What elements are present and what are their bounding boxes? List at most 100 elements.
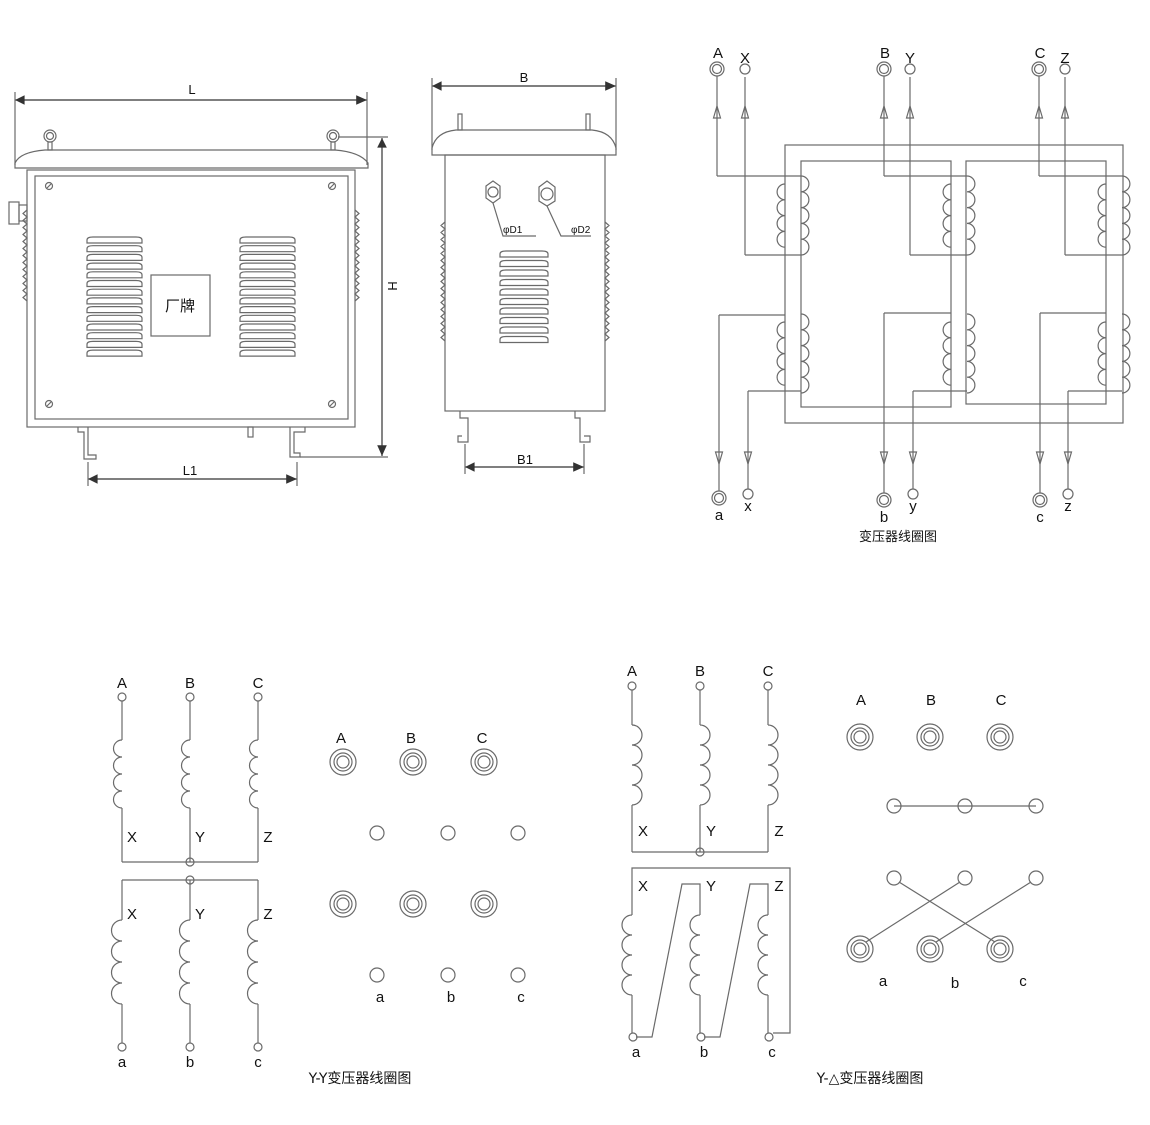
mounting-foot [574,411,591,443]
terminal-Y [904,63,916,75]
front-view: 厂牌 L H L1 [8,82,400,486]
board-terminal-small [957,798,973,814]
louver [86,279,143,288]
secondary-label: c [768,1044,776,1061]
board-terminal-big [986,935,1014,963]
secondary-coil-back [1097,321,1107,386]
neutral-label: Y [706,823,716,840]
terminal-B-inner [878,63,890,75]
board-terminal-small [1028,798,1044,814]
board-terminal-big-stud [993,730,1007,744]
neutral-label: X [127,906,137,923]
terminal-a-inner [713,492,725,504]
cable-gland [8,201,20,225]
board-label: c [1019,973,1027,990]
louver [239,236,296,244]
louver [239,279,296,288]
board-terminal-big-ring [920,727,940,747]
louver [86,349,143,357]
primary-coil [800,175,810,256]
neutral-label: Z [263,829,272,846]
dim-label-b1: B1 [517,452,533,467]
core-outer [784,144,1124,424]
louver [499,316,549,325]
board-terminal-small [369,825,385,841]
louver [239,306,296,314]
board-label: A [856,692,866,709]
board-terminal-small [510,825,526,841]
gland-d2-label: φD2 [571,225,591,236]
terminal-c [1032,492,1048,508]
secondary-coil [621,914,633,996]
link-cross [865,881,961,943]
secondary-coil [178,919,191,1005]
arrow-down-icon [1063,451,1073,467]
louver [239,332,296,340]
terminal-Z [1059,63,1071,75]
louver [239,288,296,296]
primary-coil-back [942,183,952,248]
terminal-b [876,492,892,508]
board-terminal-big-stud [853,942,867,956]
board-terminal-big-ring [403,894,423,914]
arrow-down-icon [743,451,753,467]
side-cover [431,129,617,156]
yy-title: Y-Y变压器线圈图 [308,1071,412,1087]
louver [86,262,143,270]
terminal-label-A: A [713,45,723,62]
board-terminal-big-ring [850,939,870,959]
primary-coil [112,739,123,809]
secondary-label: b [700,1044,708,1061]
terminal-b-inner [878,494,890,506]
terminal-secondary [628,1032,638,1042]
secondary-coil-back [942,321,952,386]
terminal-primary [695,681,705,691]
dim-label-b: B [520,70,529,85]
terminal-y [907,488,919,500]
cooling-fins [440,221,446,342]
board-terminal-big [399,890,427,918]
secondary-label: a [632,1044,641,1061]
arrow-down-icon [714,451,724,467]
louver [86,314,143,322]
board-terminal-big-stud [406,897,420,911]
terminal-label-b: b [880,509,888,526]
primary-label: A [117,675,127,692]
board-terminal-big [916,723,944,751]
yd-title: Y-△变压器线圈图 [816,1071,924,1087]
delta-wire [631,867,791,1034]
primary-coil [1121,175,1131,256]
board-terminal-big [846,935,874,963]
star-node [185,857,195,867]
board-terminal-big-stud [923,730,937,744]
terminal-C-inner [1033,63,1045,75]
delta-label: X [638,878,648,895]
board-label: b [447,989,455,1006]
board-terminal-small [369,967,385,983]
louver [86,245,143,253]
board-terminal-big [916,935,944,963]
terminal-c-inner [1034,494,1046,506]
delta-wire [636,883,701,1038]
terminal-primary [117,692,127,702]
louver [239,262,296,270]
primary-label: C [763,663,774,680]
board-terminal-big-ring [990,939,1010,959]
board-terminal-big-ring [990,727,1010,747]
secondary-coil [966,313,976,394]
board-terminal-big [986,723,1014,751]
board-terminal-small [1028,870,1044,886]
board-terminal-small [886,798,902,814]
neutral-label: Y [195,829,205,846]
secondary-coil [800,313,810,394]
primary-label: A [627,663,637,680]
gland-d2-icon [538,180,556,207]
secondary-coil-back [776,321,786,386]
louver [499,297,549,306]
delta-label: Z [774,878,783,895]
louver [499,307,549,315]
primary-label: B [695,663,705,680]
neutral-label: Z [263,906,272,923]
board-terminal-small [886,870,902,886]
eyebolt-hole [45,131,55,141]
